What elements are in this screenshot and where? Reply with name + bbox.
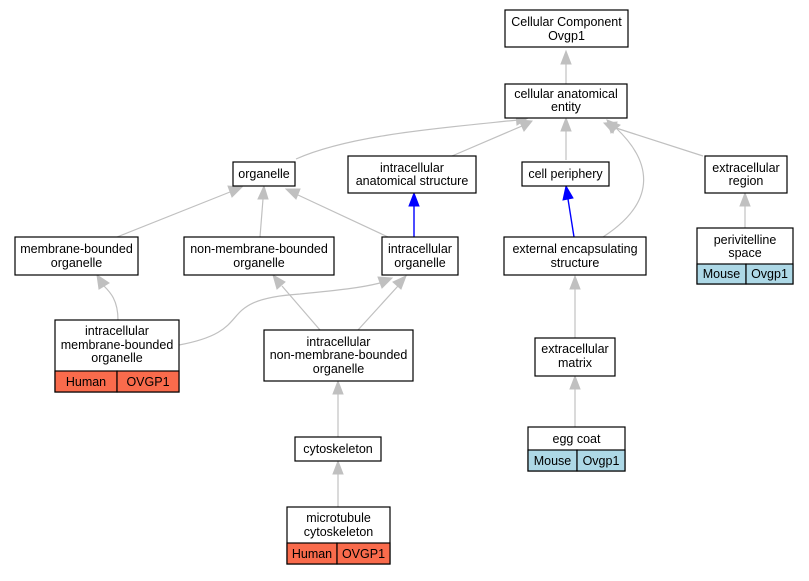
node-intracellular-membrane-bounded-organelle[interactable]: intracellular membrane-bounded organelle… <box>54 319 180 393</box>
node-label: cellular anatomical <box>514 87 618 101</box>
node-cellular-component[interactable]: Cellular Component Ovgp1 <box>504 9 629 48</box>
edge-inmbo-to-nmbo <box>281 285 321 331</box>
gene-cell <box>336 542 391 565</box>
arrowhead-icon <box>332 459 344 475</box>
arrowhead-icon <box>332 379 344 395</box>
arrowhead-icon <box>96 273 110 290</box>
node-label: anatomical structure <box>356 174 469 188</box>
gene-label: Ovgp1 <box>751 267 788 281</box>
node-label: Cellular Component <box>511 15 622 29</box>
node-label: Ovgp1 <box>548 29 585 43</box>
arrowhead-icon <box>562 184 574 201</box>
arrowhead-icon <box>569 274 581 290</box>
node-label: intracellular <box>388 242 452 256</box>
node-label: cell periphery <box>528 167 603 181</box>
gene-cell <box>576 449 626 472</box>
arrowhead-icon <box>284 188 301 200</box>
node-external-encapsulating-structure[interactable]: external encapsulating structure <box>503 236 647 276</box>
edge-mbo-to-organelle <box>116 191 231 238</box>
node-intracellular-anatomical-structure[interactable]: intracellular anatomical structure <box>347 155 477 194</box>
node-label: extracellular <box>712 161 779 175</box>
node-cell-periphery[interactable]: cell periphery <box>521 161 610 187</box>
node-label: space <box>728 246 761 260</box>
node-label: non-membrane-bounded <box>270 348 408 362</box>
arrowhead-icon <box>518 119 533 132</box>
gene-cell <box>116 370 180 393</box>
species-label: Mouse <box>703 267 741 281</box>
gene-cell <box>745 263 794 285</box>
node-label: external encapsulating <box>512 242 637 256</box>
gene-label: Ovgp1 <box>583 454 620 468</box>
edges <box>96 49 751 507</box>
node-cellular-anatomical-entity[interactable]: cellular anatomical entity <box>504 83 628 119</box>
node-intracellular-non-membrane-bounded-organelle[interactable]: intracellular non-membrane-bounded organ… <box>263 329 414 382</box>
edge-ees-to-cellperiph <box>567 198 575 238</box>
arrowhead-icon <box>408 191 420 207</box>
arrowhead-icon <box>392 275 407 290</box>
node-label: entity <box>551 100 582 114</box>
arrowhead-icon <box>272 273 286 290</box>
node-egg-coat[interactable]: egg coat Mouse Ovgp1 <box>527 426 626 472</box>
node-label: organelle <box>394 256 445 270</box>
species-label: Human <box>292 547 332 561</box>
node-extracellular-matrix[interactable]: extracellular matrix <box>534 337 616 377</box>
gene-label: OVGP1 <box>126 375 169 389</box>
edge-imbo-to-io <box>178 282 381 346</box>
node-label: region <box>729 174 764 188</box>
edge-inmbo-to-io <box>357 285 399 331</box>
node-perivitelline-space[interactable]: perivitelline space Mouse Ovgp1 <box>696 227 794 285</box>
node-label: organelle <box>238 167 289 181</box>
node-organelle[interactable]: organelle <box>232 161 296 187</box>
edge-ias-to-cae <box>451 125 523 157</box>
arrowhead-icon <box>606 119 621 134</box>
edge-ees-to-cae <box>602 127 645 238</box>
node-label: intracellular <box>380 161 444 175</box>
node-label: matrix <box>558 356 593 370</box>
species-label: Mouse <box>534 454 572 468</box>
species-label: Human <box>66 375 106 389</box>
edge-organelle-to-cae <box>295 119 519 160</box>
node-label: intracellular <box>85 324 149 338</box>
node-extracellular-region[interactable]: extracellular region <box>704 155 788 194</box>
edge-nmbo-to-organelle <box>259 198 264 238</box>
node-intracellular-organelle[interactable]: intracellular organelle <box>381 236 459 276</box>
node-label: intracellular <box>307 335 371 349</box>
node-label: organelle <box>51 256 102 270</box>
arrowhead-icon <box>377 276 394 289</box>
node-label: extracellular <box>541 342 608 356</box>
node-label: cytoskeleton <box>304 525 374 539</box>
edge-imbo-to-mbo <box>103 285 119 321</box>
nodes: Cellular Component Ovgp1 cellular anatom… <box>14 9 794 565</box>
arrowhead-icon <box>227 185 244 198</box>
node-cytoskeleton[interactable]: cytoskeleton <box>294 436 382 462</box>
node-membrane-bounded-organelle[interactable]: membrane-bounded organelle <box>14 236 139 276</box>
node-label: structure <box>551 256 600 270</box>
arrowhead-icon <box>560 116 572 132</box>
node-label: microtubule <box>306 511 371 525</box>
node-label: membrane-bounded <box>61 338 174 352</box>
edge-io-to-organelle <box>297 194 389 238</box>
node-label: perivitelline <box>714 233 777 247</box>
node-label: non-membrane-bounded <box>190 242 328 256</box>
node-label: egg coat <box>553 432 601 446</box>
arrowhead-icon <box>560 49 572 65</box>
node-label: organelle <box>91 351 142 365</box>
arrowhead-icon <box>739 191 751 207</box>
node-microtubule-cytoskeleton[interactable]: microtubule cytoskeleton Human OVGP1 <box>286 506 391 565</box>
node-label: organelle <box>233 256 284 270</box>
arrowhead-icon <box>569 374 581 390</box>
gene-label: OVGP1 <box>342 547 385 561</box>
arrowhead-icon <box>257 184 269 200</box>
node-non-membrane-bounded-organelle[interactable]: non-membrane-bounded organelle <box>183 236 335 276</box>
node-label: membrane-bounded <box>20 242 133 256</box>
edge-ecregion-to-cae <box>615 127 704 157</box>
node-label: cytoskeleton <box>303 442 373 456</box>
node-label: organelle <box>313 362 364 376</box>
